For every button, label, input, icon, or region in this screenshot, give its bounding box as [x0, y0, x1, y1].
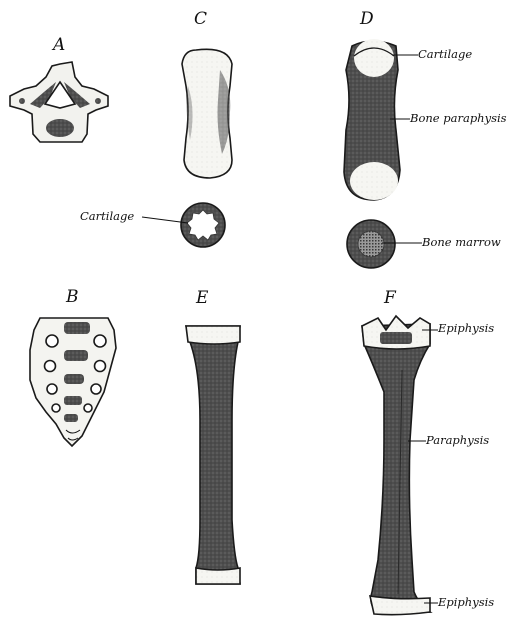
tibia-drawing [362, 316, 430, 615]
d-bone-marrow-label: Bone marrow [421, 235, 501, 249]
bone-marrow-cross-section [347, 220, 395, 268]
long-bone-drawing [186, 326, 240, 584]
panel-letter-f: F [383, 288, 397, 308]
c-cartilage-label: Cartilage [80, 209, 134, 223]
panel-letter-a: A [51, 35, 65, 55]
panel-letter-b: B [65, 287, 79, 307]
vertebra-drawing [10, 62, 108, 142]
sacrum-drawing [30, 318, 116, 446]
f-epiphysis-bottom-label: Epiphysis [437, 595, 494, 609]
cartilage-bone-drawing [182, 49, 232, 178]
panel-letter-c: C [194, 9, 207, 29]
d-cartilage-label: Cartilage [418, 47, 472, 61]
f-paraphysis-label: Paraphysis [425, 433, 489, 447]
d-bone-paraphysis-label: Bone paraphysis [409, 111, 507, 125]
panel-letter-e: E [195, 288, 209, 308]
panel-letter-d: D [359, 9, 374, 29]
f-epiphysis-top-label: Epiphysis [437, 321, 494, 335]
cartilage-cross-section [181, 203, 225, 247]
